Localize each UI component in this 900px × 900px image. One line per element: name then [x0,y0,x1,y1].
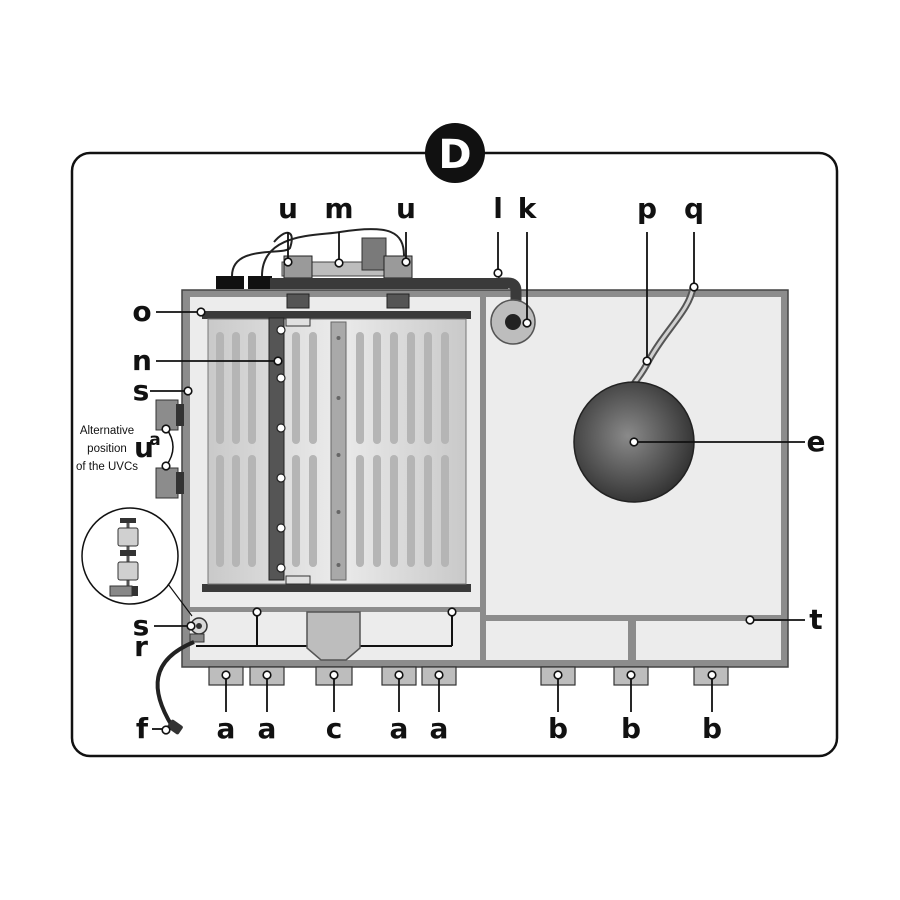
leader-dots [161,257,755,735]
top-assembly [216,228,522,322]
drum-slot [356,455,364,567]
drum-slot [232,455,240,567]
spray-nozzle [276,563,286,573]
label-e: e [807,425,826,458]
label-l: l [493,192,503,225]
label-c: c [326,712,343,745]
label-a-3: a [390,712,409,745]
drum-slot [309,332,317,444]
leader-lines [150,232,805,730]
drum-slot [424,455,432,567]
label-u-alt: u [134,431,154,464]
badge-letter: D [438,132,471,178]
drum-slot [292,332,300,444]
label-a-1: a [217,712,236,745]
drum-slot [407,455,415,567]
label-b-3: b [702,712,722,745]
label-m: m [324,192,353,225]
drain-valve [155,617,208,735]
alternative-uv [155,399,184,499]
label-r: r [134,630,148,663]
drum-slot [373,455,381,567]
label-a-4: a [430,712,449,745]
label-u-left: u [278,192,298,225]
note-line-1: Alternative [80,425,134,437]
label-u-right: u [396,192,416,225]
label-k: k [518,192,538,225]
label-o: o [132,295,151,328]
sump-funnel [306,611,361,661]
drum-bolt [336,510,341,514]
note-line-2: position [87,443,127,455]
drum-bolt [336,336,341,340]
label-t: t [809,603,822,636]
label-p: p [637,192,657,225]
label-b-2: b [621,712,641,745]
drum-slot [292,455,300,567]
drum-slot [441,332,449,444]
drum-slot [216,332,224,444]
drum-bolt [336,396,341,400]
label-f: f [136,712,149,745]
spray-nozzle [276,373,286,383]
drum-slot [248,332,256,444]
label-s-bottom: s [133,609,150,642]
spray-nozzle [276,523,286,533]
drum-filter [202,311,471,592]
drum-bolt [336,563,341,567]
drum-slot [390,455,398,567]
drum-slot [216,455,224,567]
spray-nozzle [276,423,286,433]
label-s-top: s [133,374,150,407]
bottom-ports [208,666,729,686]
drum-bolt [336,453,341,457]
spray-nozzle [276,473,286,483]
drum-slot [232,332,240,444]
spray-nozzle [276,325,286,335]
overflow-inlet [490,299,536,345]
label-n: n [132,344,152,377]
section-badge: D [425,123,485,183]
drum-slot [441,455,449,567]
drum-slot [424,332,432,444]
note-line-3: of the UVCs [76,461,138,473]
drum-slot [248,455,256,567]
label-a-2: a [258,712,277,745]
valve-detail [81,507,193,617]
label-u-alt-superscript: a [149,430,160,450]
drum-slot [356,332,364,444]
spray-bar [268,317,311,585]
drum-slot [309,455,317,567]
label-b-1: b [548,712,568,745]
drum-slot [373,332,381,444]
drum-slot [407,332,415,444]
label-q: q [684,192,704,225]
drum-slot [390,332,398,444]
